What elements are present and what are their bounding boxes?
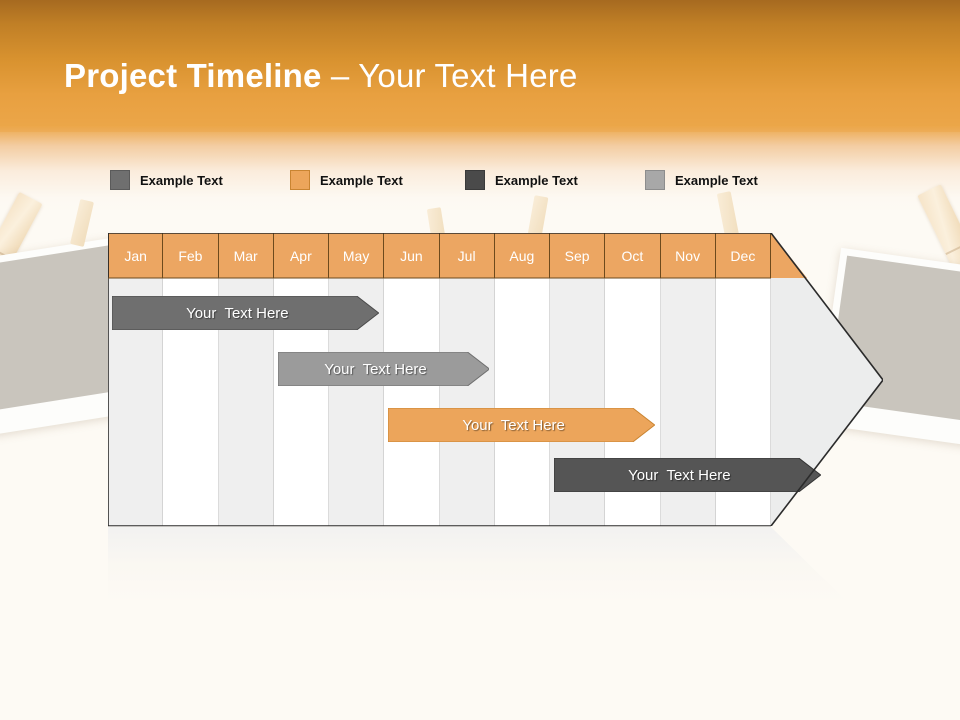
task-bar-label: Your Text Here [186, 304, 289, 322]
legend-item-label: Example Text [675, 172, 758, 188]
task-bar-1[interactable]: Your Text Here [112, 296, 379, 330]
chart-reflection-edge [108, 526, 771, 527]
legend-swatch-icon [110, 170, 130, 190]
month-column-aug: Aug [494, 233, 550, 526]
page-title-strong: Project Timeline [64, 57, 322, 94]
header-gradient-band [0, 0, 960, 132]
month-header-jul[interactable]: Jul [439, 233, 495, 278]
page-title-separator: – [321, 57, 359, 94]
month-column-jan: Jan [108, 233, 164, 526]
page-title: Project Timeline – Your Text Here [64, 57, 578, 95]
legend-item-label: Example Text [320, 172, 403, 188]
month-header-sep[interactable]: Sep [550, 233, 606, 278]
task-bar-label: Your Text Here [462, 416, 565, 434]
legend-swatch-icon [465, 170, 485, 190]
legend-swatch-icon [290, 170, 310, 190]
legend-item-1[interactable]: Example Text [110, 170, 223, 190]
timeline-chart: Jan Feb Mar Apr May Jun Jul Aug Sep Oct Nov Dec You… [108, 233, 883, 526]
month-header-label: Sep [564, 247, 590, 264]
month-header-label: Nov [675, 247, 701, 264]
month-header-aug[interactable]: Aug [494, 233, 550, 278]
month-column-feb: Feb [163, 233, 219, 526]
month-header-label: Feb [178, 247, 203, 264]
month-header-label: Apr [289, 247, 312, 264]
month-header-label: Jul [457, 247, 476, 264]
task-bar-3[interactable]: Your Text Here [388, 408, 655, 442]
month-header-dec[interactable]: Dec [715, 233, 771, 278]
month-header-oct[interactable]: Oct [605, 233, 661, 278]
task-bar-label: Your Text Here [628, 466, 731, 484]
month-header-nov[interactable]: Nov [660, 233, 716, 278]
month-header-label: Oct [621, 247, 644, 264]
header-arrow-wedge [771, 233, 807, 278]
month-header-label: Jun [400, 247, 423, 264]
legend: Example Text Example Text Example Text Exam… [110, 170, 810, 194]
task-bar-2[interactable]: Your Text Here [277, 352, 490, 386]
legend-item-label: Example Text [140, 172, 223, 188]
month-header-label: Aug [509, 247, 535, 264]
month-header-mar[interactable]: Mar [218, 233, 274, 278]
month-header-label: Mar [233, 247, 258, 264]
task-bar-label: Your Text Here [324, 360, 427, 378]
month-header-label: May [342, 247, 370, 264]
chart-reflection [108, 527, 883, 637]
month-header-apr[interactable]: Apr [273, 233, 329, 278]
clothespin-seam [945, 241, 960, 256]
legend-item-3[interactable]: Example Text [465, 170, 578, 190]
month-header-label: Jan [124, 247, 147, 264]
month-column-mar: Mar [218, 233, 274, 526]
legend-swatch-icon [645, 170, 665, 190]
page-title-light: Your Text Here [358, 57, 578, 94]
month-header-jun[interactable]: Jun [384, 233, 440, 278]
legend-item-4[interactable]: Example Text [645, 170, 758, 190]
task-bar-4[interactable]: Your Text Here [554, 458, 821, 492]
month-header-label: Dec [730, 247, 756, 264]
month-header-may[interactable]: May [329, 233, 385, 278]
legend-item-label: Example Text [495, 172, 578, 188]
legend-item-2[interactable]: Example Text [290, 170, 403, 190]
month-header-feb[interactable]: Feb [163, 233, 219, 278]
month-header-jan[interactable]: Jan [108, 233, 164, 278]
